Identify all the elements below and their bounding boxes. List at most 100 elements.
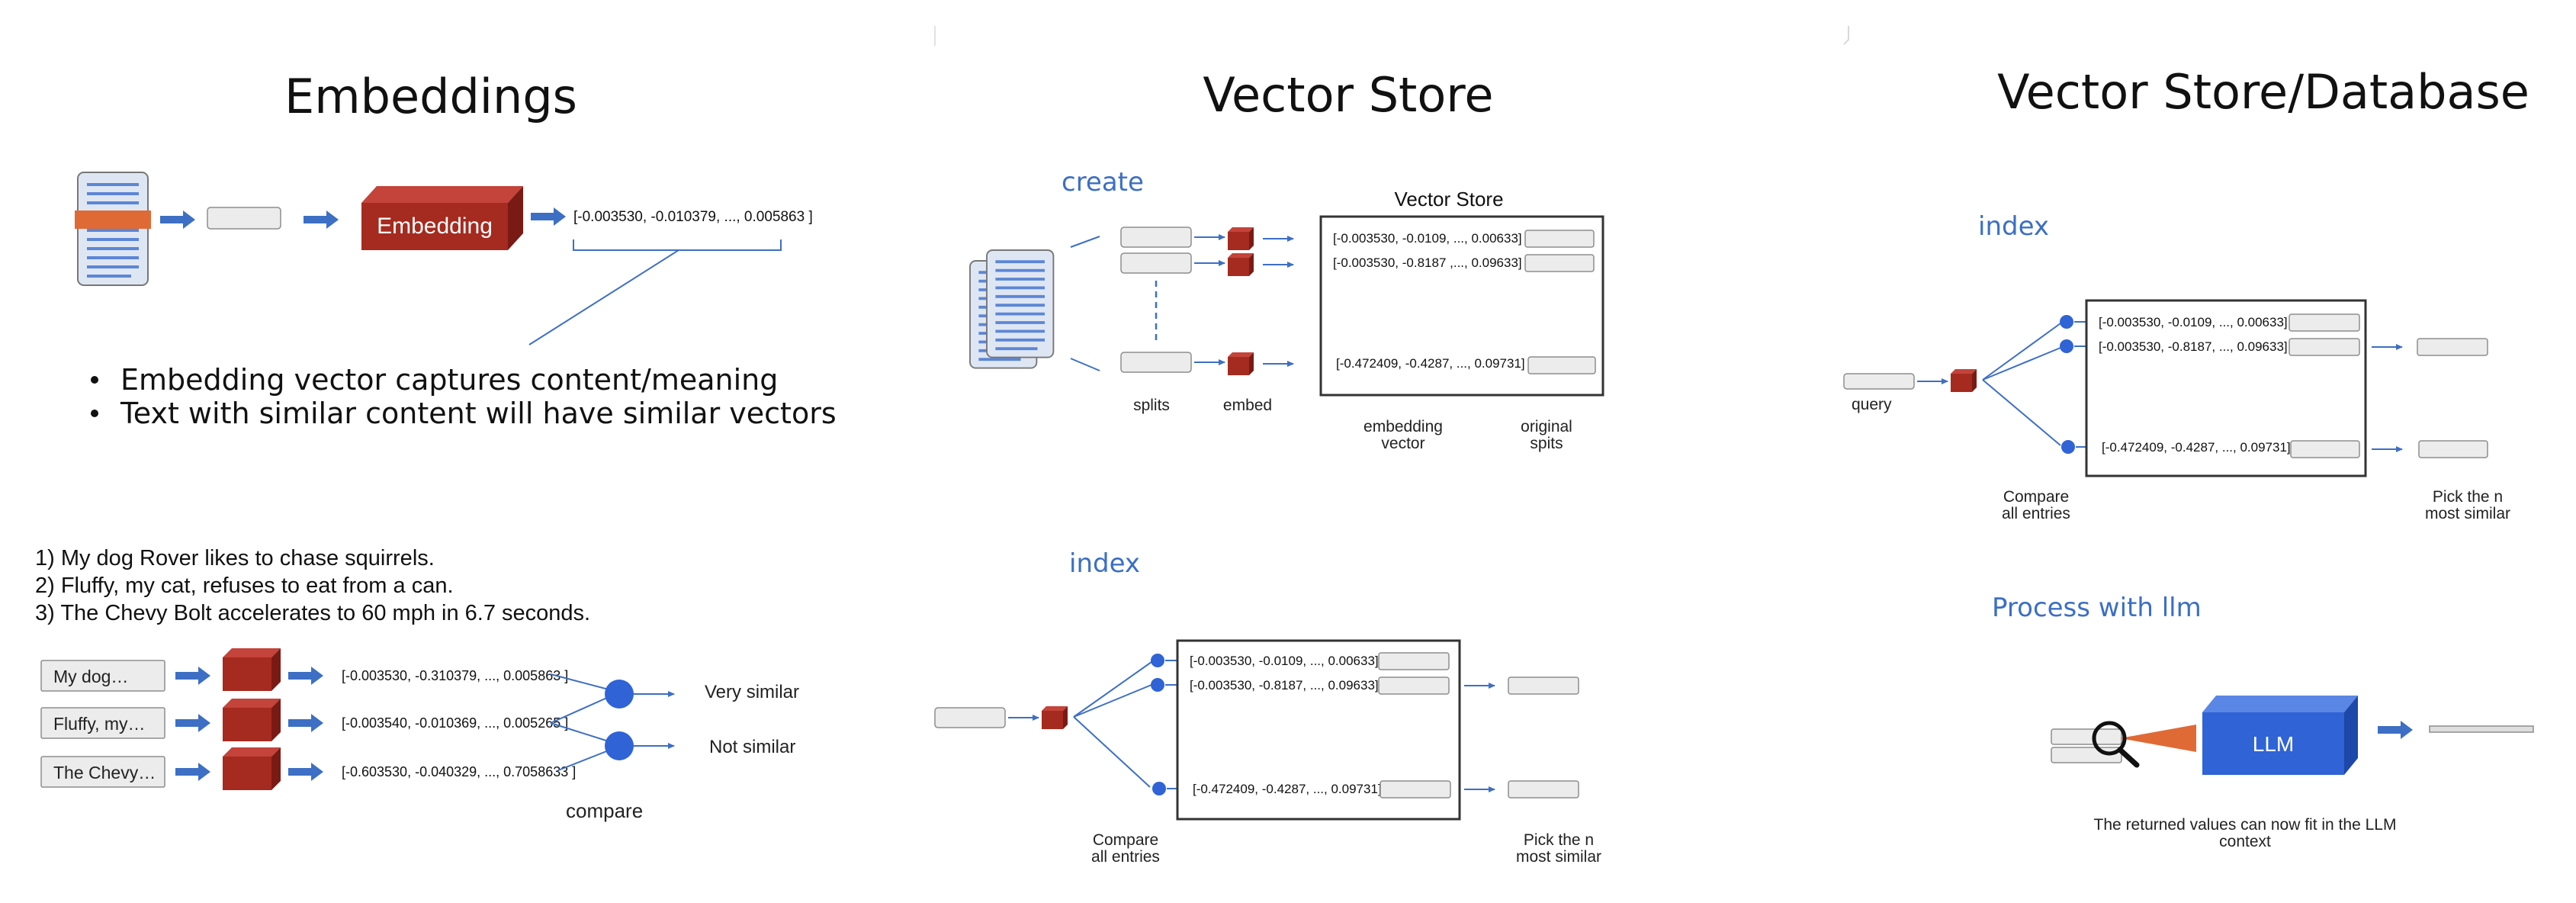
original-split [1378, 676, 1450, 695]
compare-node [605, 680, 634, 709]
create-label: create [1062, 167, 1144, 198]
row-label: Fluffy, my… [53, 714, 146, 734]
row-vector: [-0.603530, -0.040329, ..., 0.7058633 ] [342, 764, 576, 779]
query-box [934, 707, 1006, 728]
embedding-vector: [-0.003530, -0.010379, ..., 0.005863 ] [573, 209, 813, 225]
output-bar [2429, 725, 2534, 733]
compare-all-label: all entries [2002, 505, 2070, 522]
query-label: query [1852, 396, 1892, 413]
cube-icon [223, 747, 281, 790]
panel-vector-db: Vector Store/Database index query [-0.00… [1843, 26, 2534, 850]
compare-all-label: all entries [1091, 848, 1160, 866]
store-vector: [-0.003530, -0.0109, ..., 0.00633] [1333, 231, 1522, 246]
bullet-item: Embedding vector captures content/meanin… [120, 363, 778, 397]
row-label: My dog… [53, 667, 128, 686]
cube-icon [223, 648, 281, 691]
index-label: index [1978, 211, 2049, 242]
db-vector: [-0.003530, -0.8187, ..., 0.09633] [2099, 339, 2288, 354]
pick-n-label: most similar [1516, 848, 1601, 866]
row-label: The Chevy… [53, 763, 156, 782]
embeddings-title: Embeddings [284, 69, 577, 124]
compare-node [2061, 440, 2075, 454]
original-split [2289, 338, 2360, 356]
text-chunk [207, 207, 281, 230]
compare-node [1151, 654, 1164, 667]
compare-all-label: Compare [2003, 488, 2069, 506]
not-similar-label: Not similar [709, 737, 795, 757]
pick-n-label: Pick the n [1524, 831, 1594, 849]
sentence-list: 1) My dog Rover likes to chase squirrels… [35, 546, 590, 625]
arrow-icon [160, 210, 195, 229]
panel-vector-store: Vector Store create splits embed Vector … [934, 26, 1604, 866]
embedding-label: Embedding [377, 214, 493, 239]
row-vector: [-0.003540, -0.010369, ..., 0.005265 ] [342, 715, 568, 731]
db-vector: [-0.003530, -0.0109, ..., 0.00633] [2099, 315, 2288, 329]
compare-node [1151, 678, 1164, 692]
original-split [2289, 313, 2360, 332]
context-beam [2120, 725, 2196, 752]
process-label: Process with llm [1992, 593, 2202, 623]
vector-brace [573, 239, 782, 251]
compare-node [605, 731, 634, 760]
result-box [2417, 338, 2488, 356]
index-vector: [-0.003530, -0.8187, ..., 0.09633] [1190, 678, 1379, 693]
original-split [1524, 230, 1595, 248]
splits-label: splits [1133, 397, 1170, 414]
retrieved-chunks [2051, 728, 2122, 763]
pick-n-label: Pick the n [2433, 488, 2503, 506]
compare-all-label: Compare [1093, 831, 1158, 849]
arrow-icon [2378, 721, 2413, 739]
panel-embeddings: Embeddings Embedding [-0.003530, -0.0103… [35, 69, 837, 822]
cube-icon [1042, 706, 1068, 729]
original-split [2290, 440, 2360, 458]
embedding-row: Fluffy, my… [-0.003540, -0.010369, ..., … [40, 699, 568, 741]
returned-text: context [2219, 833, 2271, 850]
index-vector: [-0.003530, -0.0109, ..., 0.00633] [1190, 654, 1379, 668]
original-split [1527, 356, 1596, 374]
row-vector: [-0.003530, -0.310379, ..., 0.005863 ] [342, 668, 568, 683]
documents-icon [968, 249, 1055, 370]
compare-node [2060, 339, 2073, 353]
cube-icon [1228, 253, 1254, 276]
split-chunk [1120, 227, 1192, 248]
store-vector: [-0.472409, -0.4287, ..., 0.09731] [1336, 356, 1525, 371]
result-box [1508, 676, 1579, 695]
original-split [1378, 652, 1450, 670]
vector-store-title: Vector Store [1203, 67, 1493, 123]
compare-node [1152, 782, 1166, 795]
compare-label: compare [566, 799, 643, 822]
sentence-item: 2) Fluffy, my cat, refuses to eat from a… [35, 574, 454, 598]
store-title: Vector Store [1394, 188, 1503, 210]
original-splits-label: original [1521, 418, 1572, 435]
cube-icon [1228, 352, 1254, 375]
embedding-box: Embedding [361, 186, 523, 250]
original-split [1524, 254, 1595, 272]
split-chunk [1120, 352, 1192, 373]
original-split [1380, 780, 1451, 799]
magnifier-icon [2092, 721, 2140, 768]
embedding-row: The Chevy… [-0.603530, -0.040329, ..., 0… [40, 747, 576, 790]
bullet-item: Text with similar content will have simi… [120, 397, 837, 430]
very-similar-label: Very similar [705, 682, 799, 702]
embedding-row: My dog… [-0.003530, -0.310379, ..., 0.00… [40, 648, 568, 692]
cube-icon [1228, 227, 1254, 250]
sentence-item: 3) The Chevy Bolt accelerates to 60 mph … [35, 601, 590, 625]
highlighted-chunk [75, 210, 151, 229]
bullet-list: Embedding vector captures content/meanin… [91, 363, 837, 430]
embedding-vector-label: embedding [1363, 418, 1443, 435]
index-label: index [1069, 548, 1140, 579]
cube-icon [1951, 369, 1977, 392]
compare-lines [550, 673, 675, 771]
sentence-item: 1) My dog Rover likes to chase squirrels… [35, 546, 435, 570]
arrow-icon [304, 210, 339, 229]
embed-label: embed [1223, 397, 1272, 414]
result-box [1508, 780, 1579, 799]
result-box [2418, 440, 2488, 458]
pointer-line [528, 249, 679, 345]
original-splits-label: spits [1530, 435, 1563, 452]
split-chunk [1120, 252, 1192, 274]
arrow-icon [531, 207, 566, 226]
cube-icon [223, 699, 281, 741]
llm-box: LLM [2202, 696, 2358, 775]
